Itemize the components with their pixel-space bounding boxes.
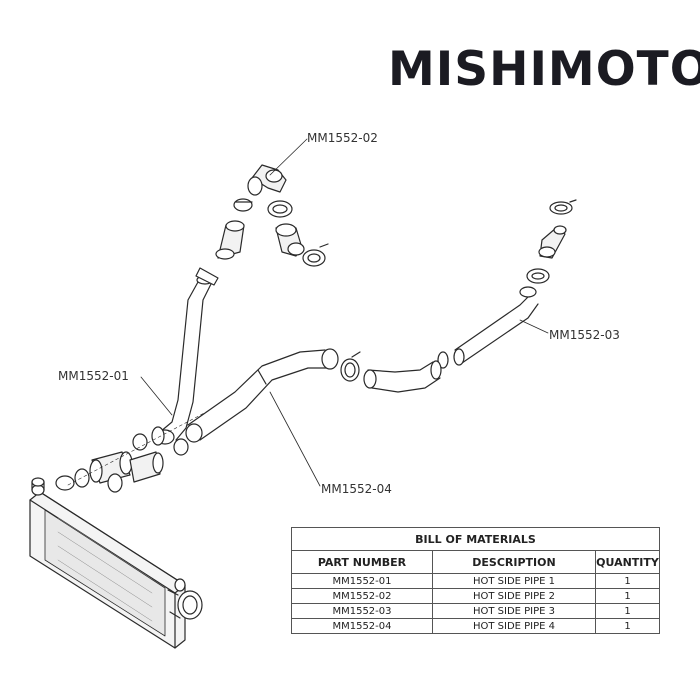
bom-quantity: 1 bbox=[595, 573, 660, 589]
table-row: MM1552-04 HOT SIDE PIPE 4 1 bbox=[291, 618, 660, 634]
brand-logo: MISHIMOTO bbox=[388, 42, 700, 97]
pipe-mm1552-02 bbox=[215, 164, 329, 267]
callout-mm1552-02: MM1552-02 bbox=[307, 131, 378, 145]
bom-quantity: 1 bbox=[595, 603, 660, 619]
table-row: MM1552-01 HOT SIDE PIPE 1 1 bbox=[291, 573, 660, 589]
bom-part-number: MM1552-02 bbox=[291, 588, 433, 604]
bill-of-materials-table: BILL OF MATERIALS PART NUMBER DESCRIPTIO… bbox=[291, 527, 660, 634]
bom-part-number: MM1552-01 bbox=[291, 573, 433, 589]
table-row: MM1552-03 HOT SIDE PIPE 3 1 bbox=[291, 603, 660, 619]
pipe-mm1552-04 bbox=[185, 348, 339, 443]
bom-header-part-number: PART NUMBER bbox=[291, 550, 433, 574]
intercooler bbox=[29, 475, 203, 649]
bom-part-number: MM1552-04 bbox=[291, 618, 433, 634]
middle-couplers bbox=[340, 351, 449, 382]
bom-part-number: MM1552-03 bbox=[291, 603, 433, 619]
bom-quantity: 1 bbox=[595, 588, 660, 604]
callout-mm1552-03: MM1552-03 bbox=[549, 328, 620, 342]
leader-lines bbox=[140, 138, 549, 487]
bom-title: BILL OF MATERIALS bbox=[291, 527, 660, 551]
bom-header-row: PART NUMBER DESCRIPTION QUANTITY bbox=[291, 550, 660, 574]
callout-mm1552-04: MM1552-04 bbox=[321, 482, 392, 496]
pipe-mm1552-03 bbox=[363, 199, 577, 393]
table-row: MM1552-02 HOT SIDE PIPE 2 1 bbox=[291, 588, 660, 604]
bom-quantity: 1 bbox=[595, 618, 660, 634]
bom-description: HOT SIDE PIPE 1 bbox=[432, 573, 596, 589]
bom-description: HOT SIDE PIPE 3 bbox=[432, 603, 596, 619]
bom-description: HOT SIDE PIPE 4 bbox=[432, 618, 596, 634]
bom-header-quantity: QUANTITY bbox=[595, 550, 660, 574]
bom-description: HOT SIDE PIPE 2 bbox=[432, 588, 596, 604]
callout-mm1552-01: MM1552-01 bbox=[58, 369, 129, 383]
pipe-mm1552-01 bbox=[155, 267, 219, 445]
bom-header-description: DESCRIPTION bbox=[432, 550, 596, 574]
lower-couplers bbox=[67, 409, 211, 493]
bom-title-row: BILL OF MATERIALS bbox=[291, 527, 660, 551]
